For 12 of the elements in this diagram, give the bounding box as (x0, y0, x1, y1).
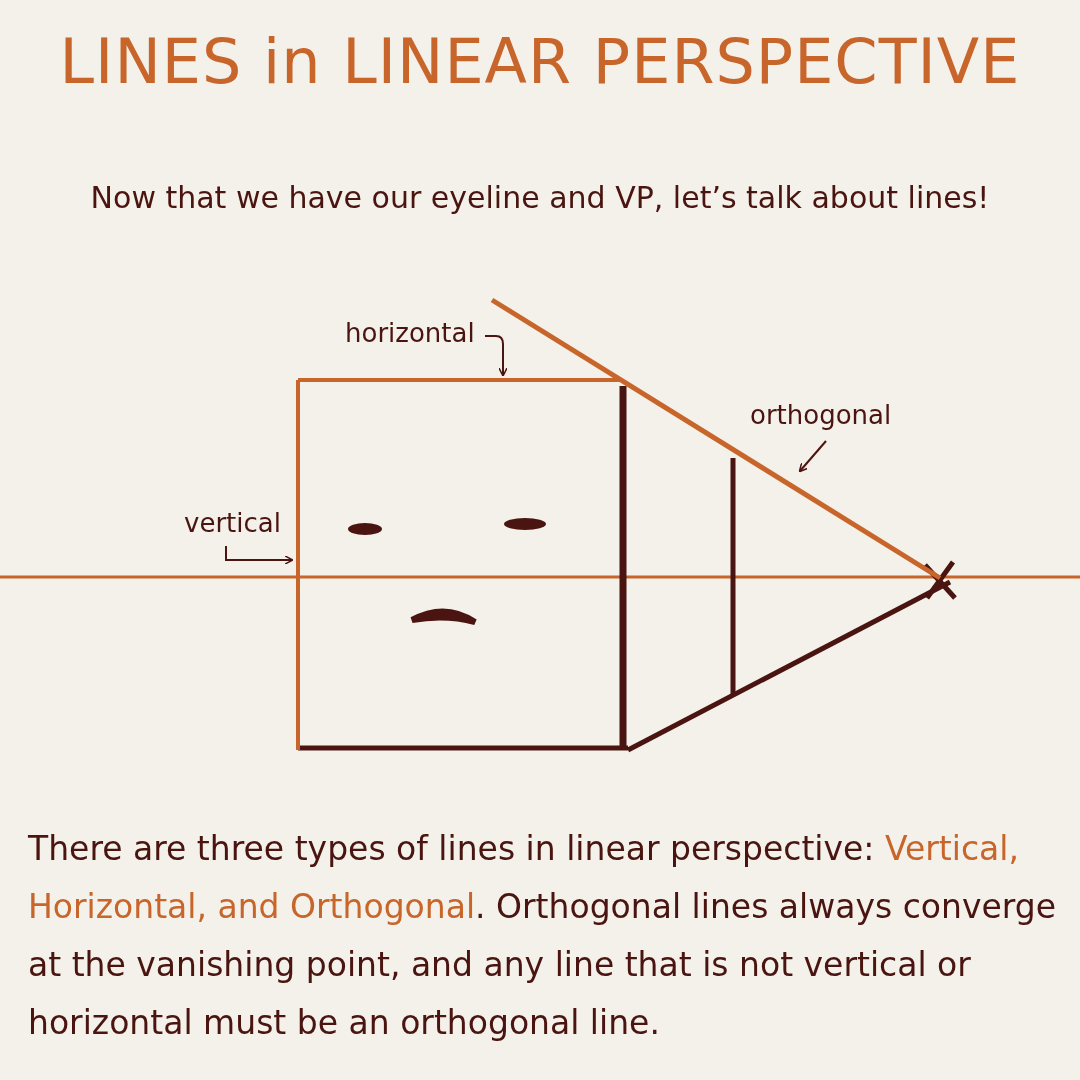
line-label: vertical (184, 508, 284, 538)
leader-arrow (484, 335, 508, 377)
title: LINES in LINEAR PERSPECTIVE (58, 25, 1022, 98)
leader-arrow (798, 440, 827, 473)
line-label: orthogonal (750, 400, 900, 430)
leader-arrow (225, 545, 294, 565)
line-label: horizontal (345, 318, 485, 348)
vertical-line (296, 380, 300, 750)
orthogonal-line (490, 297, 942, 581)
horizontal-line (298, 378, 622, 382)
paragraph: There are three types of lines in linear perspective: Vertical, Horizontal, and Orthogonal. Orthogonal lines always converge at the vanishing point, and any line that is not vertical or horizontal must be an orthogonal line. (28, 828, 1057, 1044)
subtitle: Now that we have our eyeline and VP, let’s talk about lines! (89, 180, 991, 215)
